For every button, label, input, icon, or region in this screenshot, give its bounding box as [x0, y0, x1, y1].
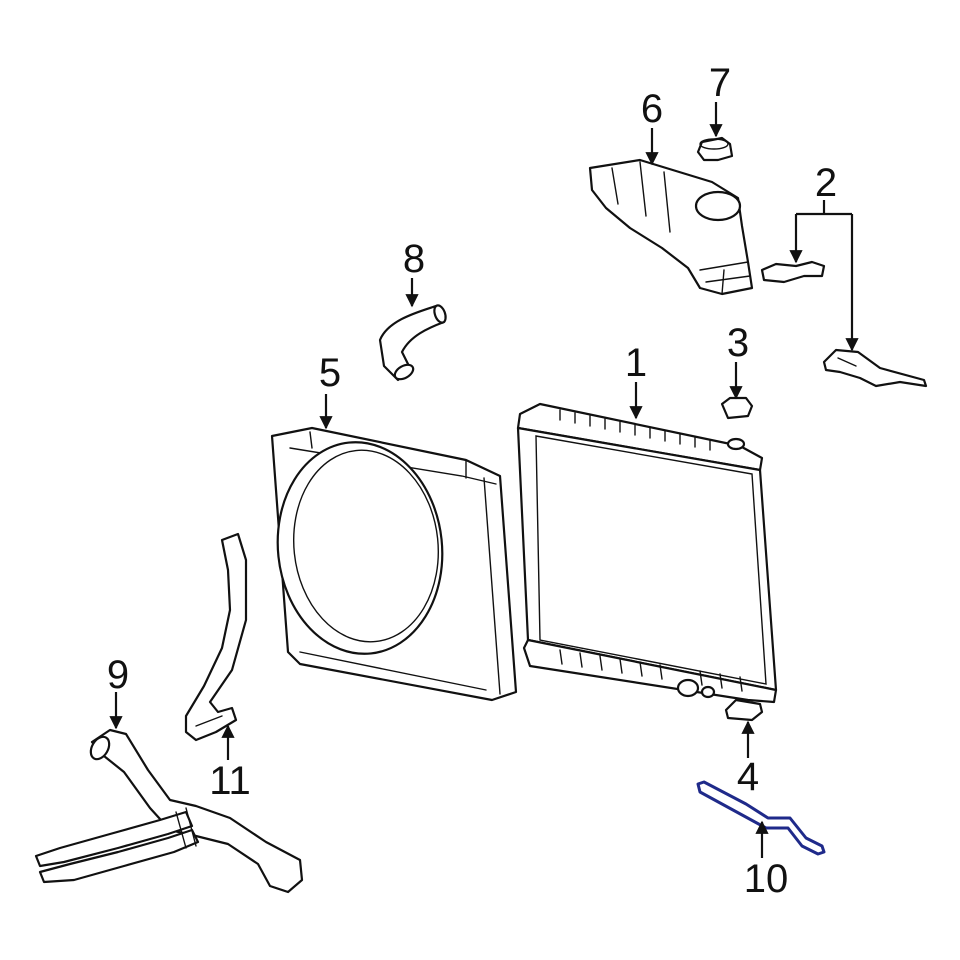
bypass-hose[interactable]	[184, 532, 248, 742]
callout-9: 9	[107, 653, 129, 697]
coolant-reservoir[interactable]	[588, 158, 754, 296]
radiator-isolator[interactable]	[724, 698, 764, 722]
callout-8: 8	[403, 237, 425, 281]
lower-radiator-hose[interactable]	[34, 728, 304, 894]
upper-radiator-hose[interactable]	[378, 304, 448, 382]
callout-4: 4	[737, 755, 759, 799]
callout-6: 6	[641, 87, 663, 131]
callout-leaders	[109, 102, 859, 858]
highlighted-coolant-tube[interactable]	[696, 780, 826, 856]
callout-5: 5	[319, 351, 341, 395]
callout-7: 7	[709, 61, 731, 105]
callout-10: 10	[744, 857, 789, 901]
radiator[interactable]	[516, 402, 778, 704]
callout-1: 1	[625, 341, 647, 385]
callout-3: 3	[727, 321, 749, 365]
callout-11: 11	[209, 759, 251, 803]
fan-shroud[interactable]	[267, 426, 518, 702]
reservoir-cap[interactable]	[696, 136, 734, 162]
callout-2: 2	[815, 161, 837, 205]
reservoir-bracket-upper[interactable]	[760, 260, 826, 284]
callout-labels: 1 2 3 4 5 6 7 8 9 10 11	[107, 61, 837, 901]
reservoir-bracket-lower[interactable]	[822, 348, 928, 388]
radiator-cap[interactable]	[720, 396, 754, 420]
